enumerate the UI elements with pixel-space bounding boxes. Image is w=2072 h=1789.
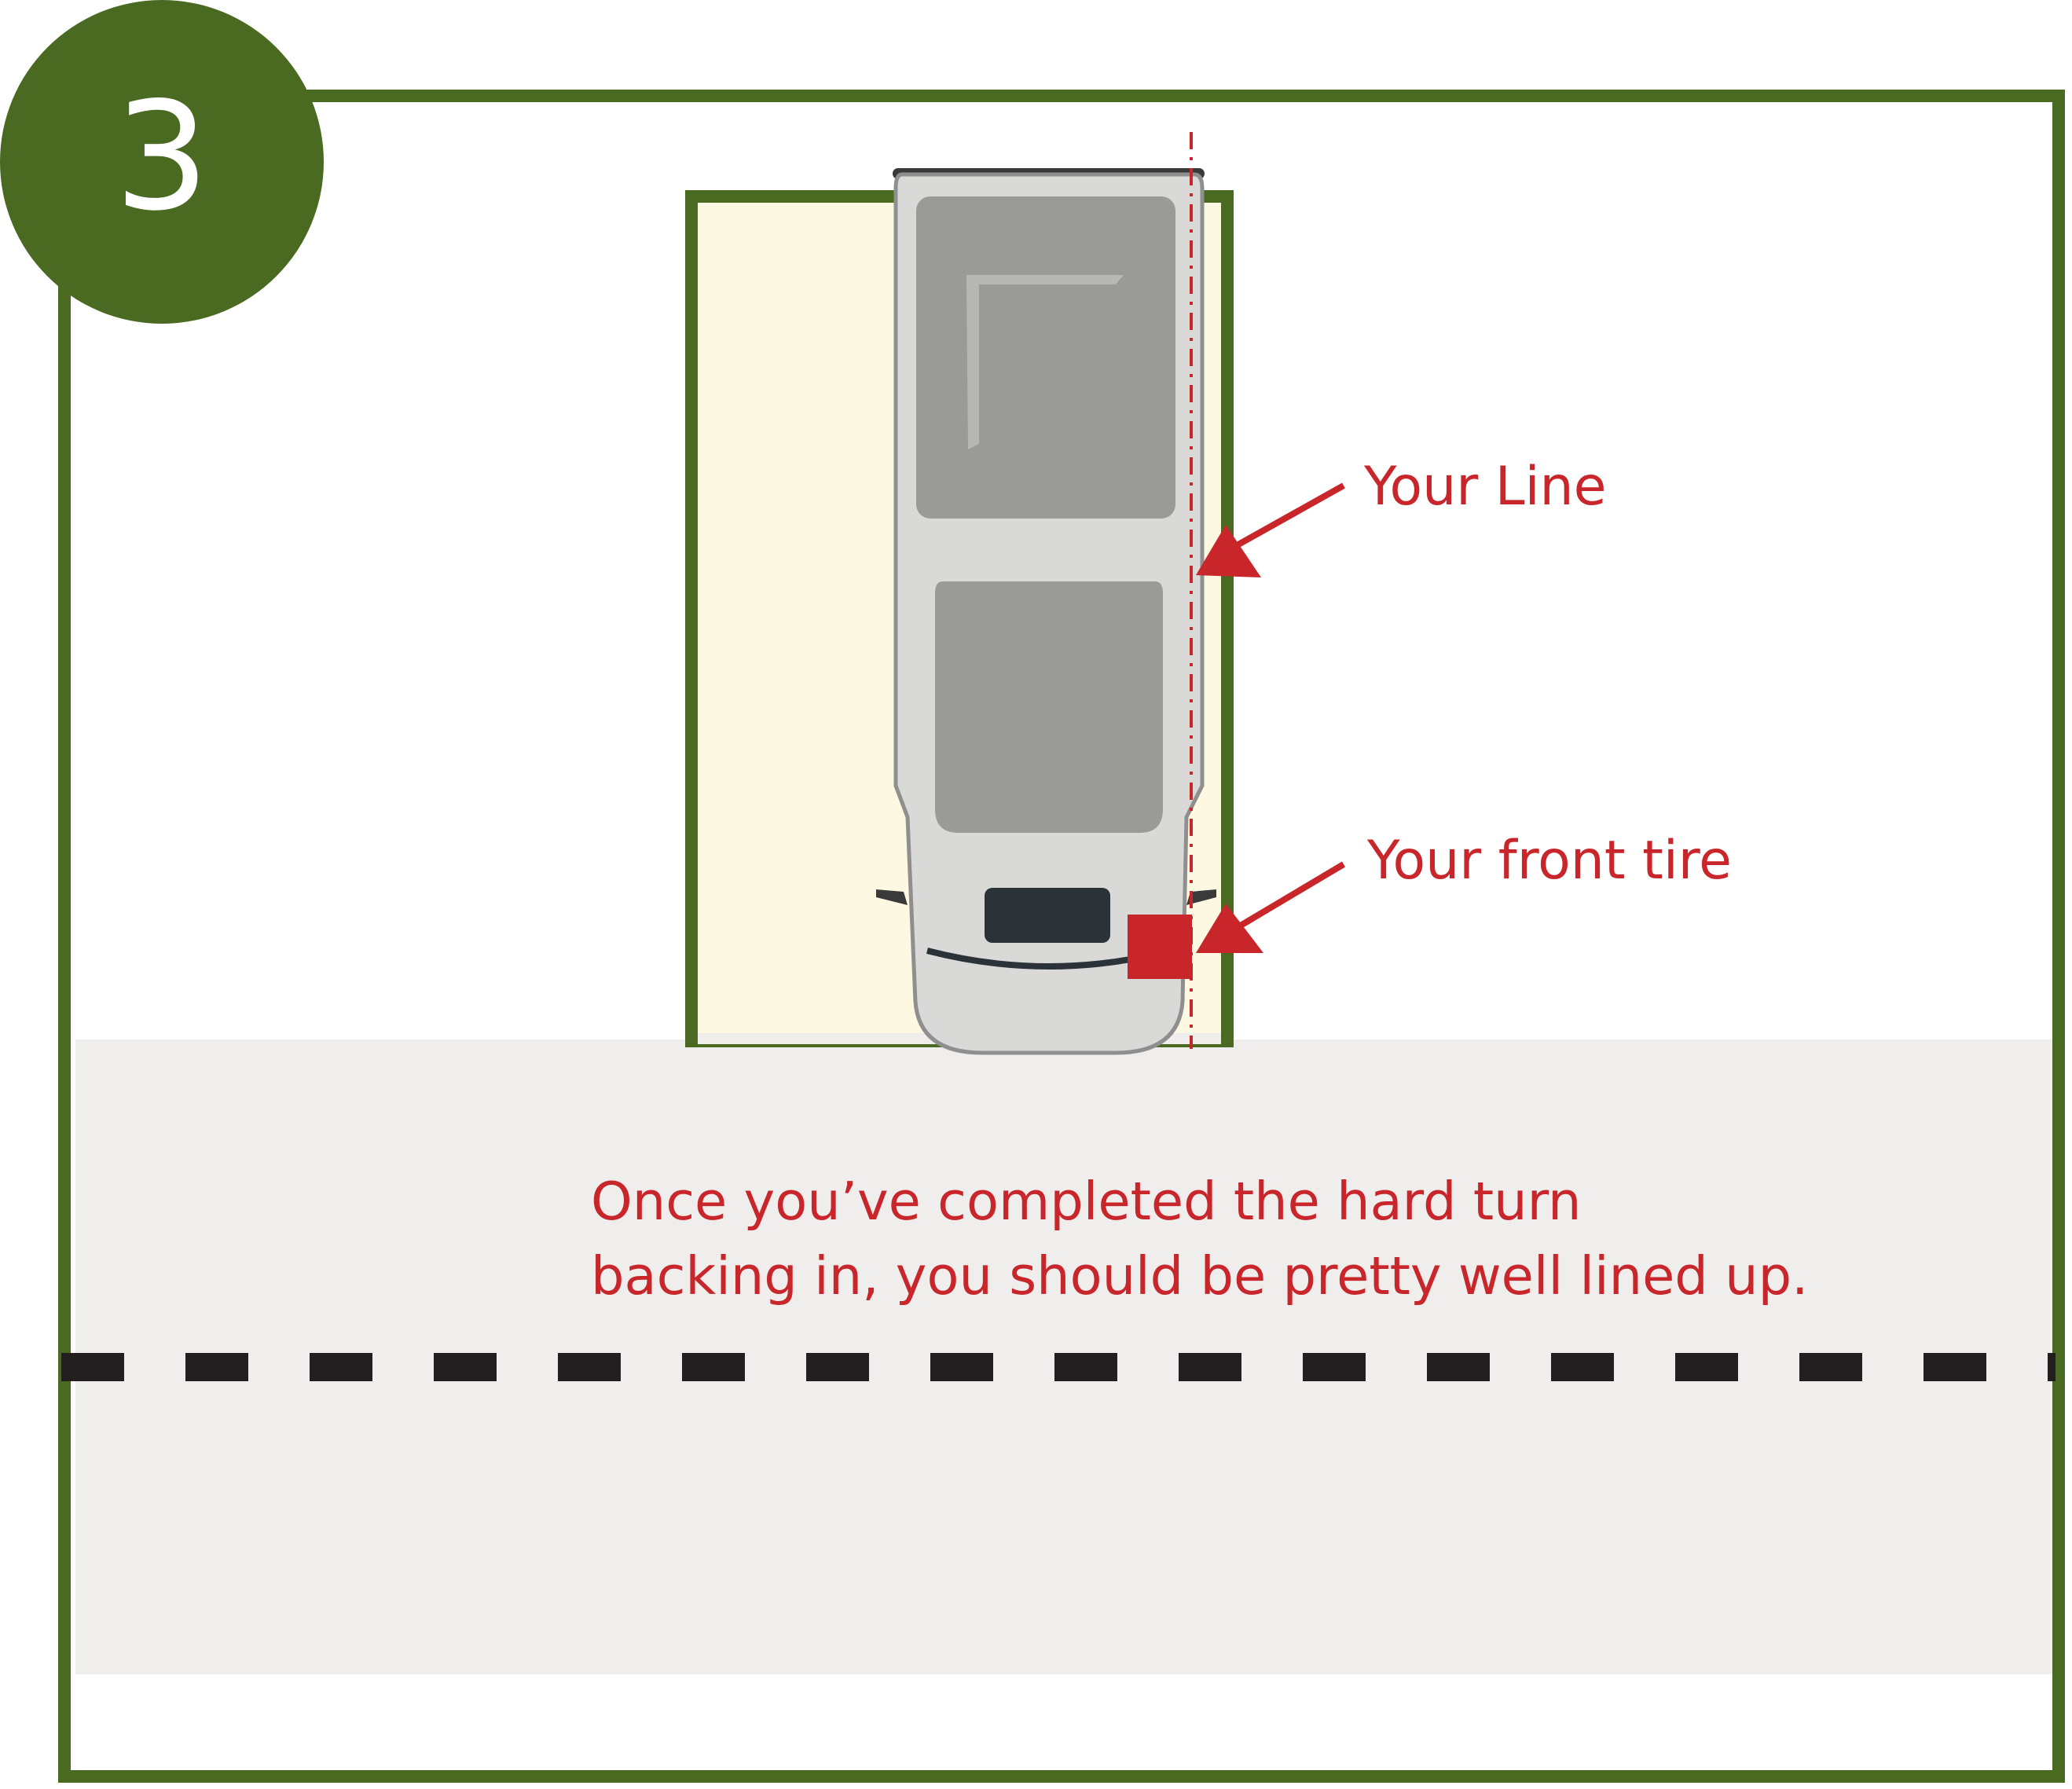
front-tire-label: Your front tire (1367, 830, 1733, 892)
rv-roof-rear (916, 196, 1175, 519)
tire-arrow-shaft (1225, 861, 1346, 937)
rv-body-join-left (916, 519, 995, 581)
step-number: 3 (114, 70, 210, 244)
rv-mirror-right (1186, 889, 1216, 905)
tire-arrow-head (1196, 904, 1263, 953)
caption-line-1: Once you’ve completed the hard turn (591, 1171, 1582, 1232)
rv-windshield (985, 888, 1110, 943)
your-line-label: Your Line (1364, 456, 1607, 518)
rv-mirror-left (876, 889, 908, 905)
caption-line-2: backing in, you should be pretty well li… (591, 1245, 1809, 1307)
rv-icon (876, 168, 1216, 1055)
rv-body-join-right (1097, 519, 1175, 581)
line-arrow-head (1196, 525, 1261, 577)
arrow-icon (1196, 861, 1346, 953)
tire-marker-icon (1128, 915, 1192, 979)
line-arrow-shaft (1224, 482, 1345, 555)
step-badge: 3 (0, 0, 324, 324)
arrow-icon (1196, 482, 1345, 577)
caption: Once you’ve completed the hard turn back… (591, 1164, 1808, 1314)
rv-roof-front (935, 581, 1163, 833)
